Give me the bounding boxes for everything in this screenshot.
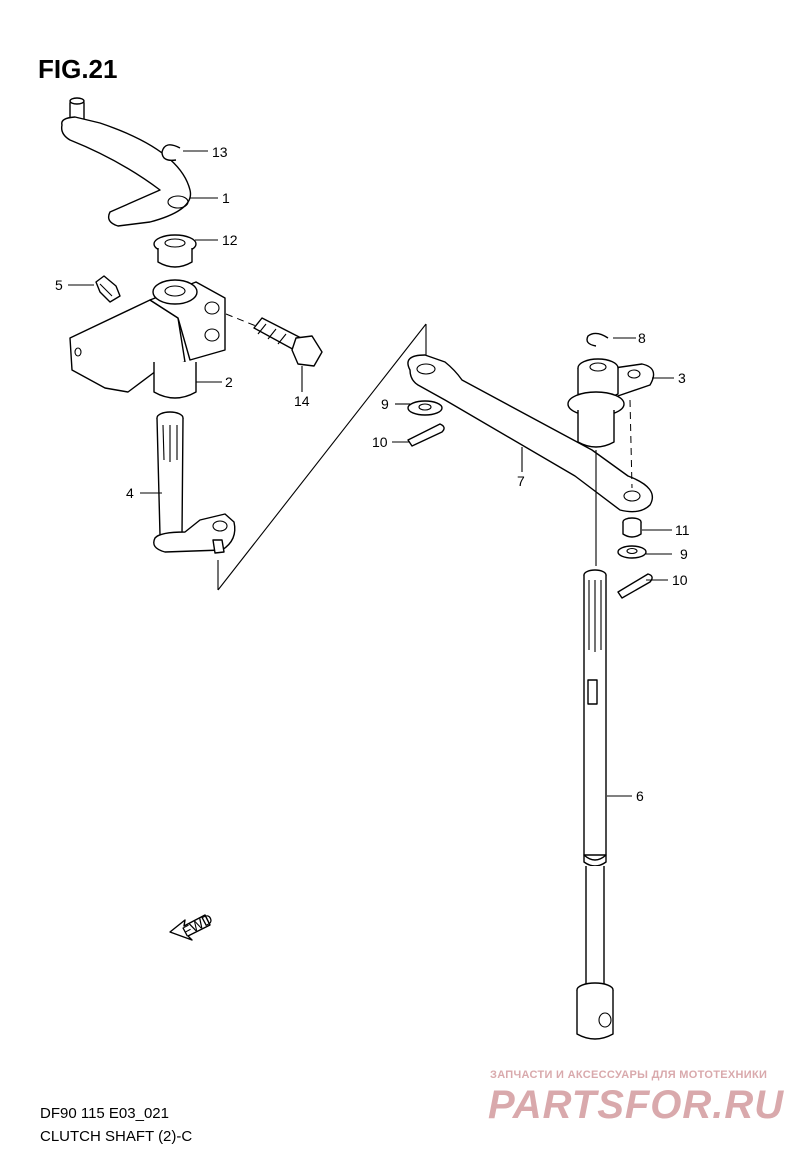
- callout-10-lower: 10: [672, 572, 688, 588]
- callout-leaders: [68, 150, 674, 797]
- callout-6: 6: [636, 788, 644, 804]
- fwd-arrow-icon: FWD: [169, 910, 216, 941]
- callout-9-lower: 9: [680, 546, 688, 562]
- part-7-link-rod: [407, 354, 654, 513]
- part-2-lever-housing: [69, 279, 226, 399]
- part-9-washer-lower: [617, 545, 647, 559]
- arm-pin-axis-line: [629, 399, 633, 489]
- callout-8: 8: [638, 330, 646, 346]
- callout-9-upper: 9: [381, 396, 389, 412]
- callout-3: 3: [678, 370, 686, 386]
- watermark-brand: PARTSFOR.RU: [488, 1083, 784, 1127]
- part-10-cotter-pin-upper: [407, 423, 445, 447]
- leader-line-assembly: [217, 323, 427, 591]
- callout-7: 7: [517, 473, 525, 489]
- part-6-clutch-shaft: [576, 569, 614, 1040]
- callout-2: 2: [225, 374, 233, 390]
- part-5-grease-nipple: [95, 275, 121, 303]
- callout-12: 12: [222, 232, 238, 248]
- callout-5: 5: [55, 277, 63, 293]
- figure-title: FIG.21: [38, 54, 117, 84]
- figure-name: CLUTCH SHAFT (2)-C: [40, 1128, 192, 1145]
- callout-11: 11: [675, 522, 690, 538]
- watermark-tagline: ЗАПЧАСТИ И АКСЕССУАРЫ ДЛЯ МОТОТЕХНИКИ: [490, 1069, 767, 1081]
- part-4-spline-shaft: [153, 411, 236, 554]
- part-14-bolt: [253, 317, 323, 367]
- callout-14: 14: [294, 393, 310, 409]
- part-11-bushing-small: [622, 517, 642, 538]
- part-10-cotter-pin-lower: [617, 573, 653, 599]
- part-1-lever: [60, 97, 192, 227]
- part-12-bushing: [153, 234, 197, 268]
- part-9-washer-upper: [407, 400, 443, 416]
- part-8-circlip: [586, 332, 609, 347]
- part-13-circlip: [161, 144, 181, 162]
- callout-4: 4: [126, 485, 134, 501]
- callout-1: 1: [222, 190, 230, 206]
- part-3-arm-boss: [567, 358, 655, 448]
- callout-13: 13: [212, 144, 228, 160]
- figure-code: DF90 115 E03_021: [40, 1105, 169, 1122]
- fwd-label: FWD: [180, 910, 216, 939]
- bolt-axis-line: [225, 313, 257, 327]
- callout-10-upper: 10: [372, 434, 388, 450]
